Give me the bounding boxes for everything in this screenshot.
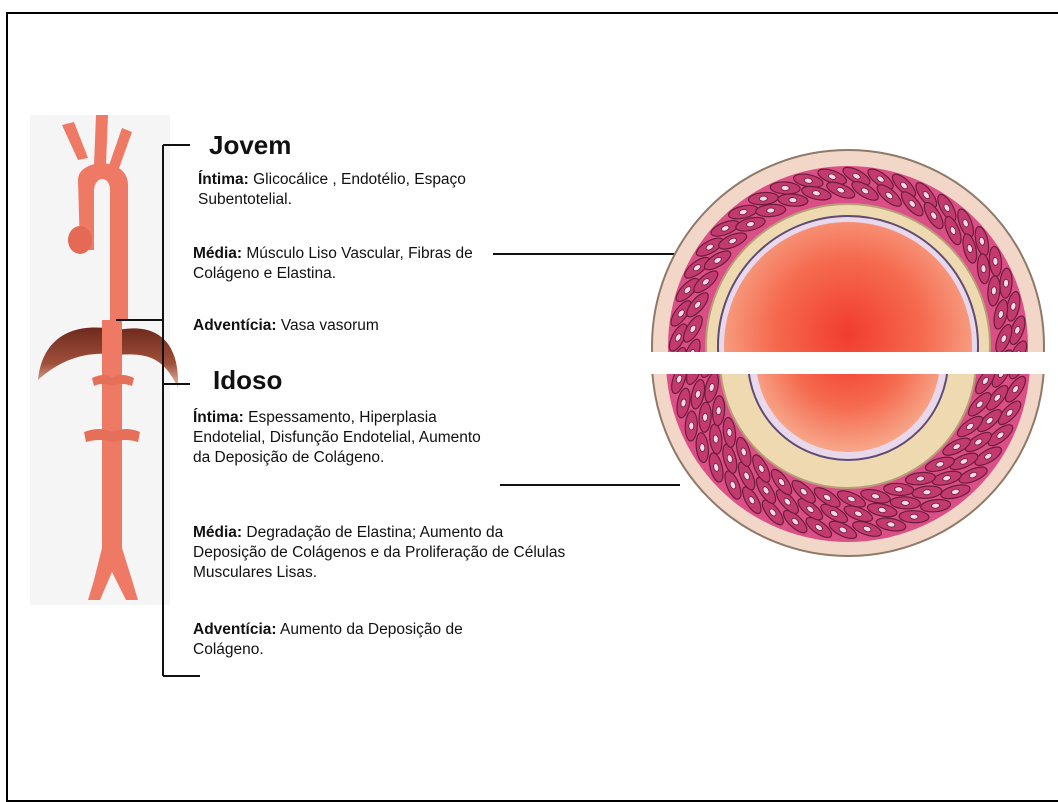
cell-nucleus — [702, 413, 707, 421]
adventicia-label: Adventícia: — [193, 621, 277, 638]
cell-nucleus — [689, 422, 694, 430]
adventicia-text: Vasa vasorum — [277, 317, 379, 334]
intima-label: Íntima: — [193, 409, 244, 426]
cell-nucleus — [895, 487, 903, 492]
cell-nucleus — [767, 208, 775, 214]
cell-nucleus — [713, 435, 719, 443]
media-text: Degradação de Elastina; Aumento da Depos… — [193, 524, 565, 581]
cell-nucleus — [901, 500, 909, 505]
cell-nucleus — [1003, 279, 1008, 287]
intima-label: Íntima: — [198, 171, 249, 188]
media-label: Média: — [193, 245, 242, 262]
old-title: Idoso — [213, 365, 282, 396]
media-label: Média: — [193, 524, 242, 541]
cell-nucleus — [781, 185, 789, 190]
cell-nucleus — [789, 197, 797, 203]
cell-nucleus — [993, 257, 999, 265]
cell-nucleus — [923, 489, 931, 495]
old-intima: Íntima: Espessamento, Hiperplasia Endote… — [193, 408, 493, 468]
young-intima: Íntima: Glicocálice , Endotélio, Espaço … — [198, 170, 538, 210]
cell-nucleus — [759, 196, 767, 202]
cell-nucleus — [716, 407, 721, 415]
cell-nucleus — [981, 265, 987, 273]
old-media: Média: Degradação de Elastina; Aumento d… — [193, 523, 578, 583]
young-media: Média: Músculo Liso Vascular, Fibras de … — [193, 244, 483, 284]
cell-nucleus — [991, 287, 997, 295]
old-adventicia: Adventícia: Aumento da Deposição de Colá… — [193, 620, 503, 660]
cell-nucleus — [931, 503, 939, 509]
adventicia-label: Adventícia: — [193, 317, 277, 334]
cell-nucleus — [726, 428, 732, 437]
cell-nucleus — [910, 514, 918, 519]
cell-nucleus — [699, 443, 705, 451]
cell-nucleus — [916, 476, 925, 482]
aorta-illustration — [30, 115, 178, 605]
young-adventicia: Adventícia: Vasa vasorum — [193, 316, 493, 336]
young-title: Jovem — [209, 130, 291, 161]
